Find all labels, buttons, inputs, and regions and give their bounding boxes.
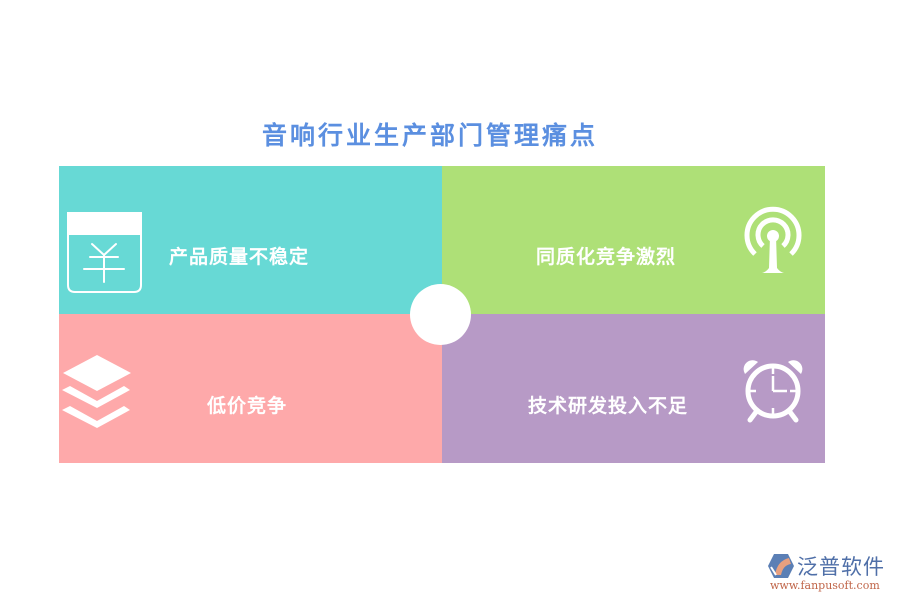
quadrant-product-quality: 产品质量不稳定 <box>59 166 442 314</box>
fanpu-logo-icon <box>768 554 794 578</box>
center-circle <box>410 284 471 345</box>
page-title: 音响行业生产部门管理痛点 <box>261 121 598 150</box>
quadrant-label: 技术研发投入不足 <box>528 395 689 417</box>
quadrant-label: 低价竞争 <box>207 395 288 417</box>
logo-url: www.fanpusoft.com <box>770 579 880 592</box>
quadrant-homogeneous-competition: 同质化竞争激烈 <box>442 166 825 314</box>
brand-logo: 泛普软件 www.fanpusoft.com <box>767 551 897 596</box>
quadrant-rd-investment: 技术研发投入不足 <box>442 314 825 463</box>
quadrant-low-price-competition: 低价竞争 <box>59 314 442 463</box>
alarm-clock-icon <box>743 360 803 423</box>
quadrant-label: 产品质量不稳定 <box>169 246 310 268</box>
logo-name: 泛普软件 <box>797 555 885 579</box>
quadrant-label: 同质化竞争激烈 <box>536 246 677 268</box>
yuan-wallet-icon <box>67 212 142 293</box>
layers-stack-icon <box>62 355 131 428</box>
broadcast-antenna-icon <box>744 206 802 273</box>
